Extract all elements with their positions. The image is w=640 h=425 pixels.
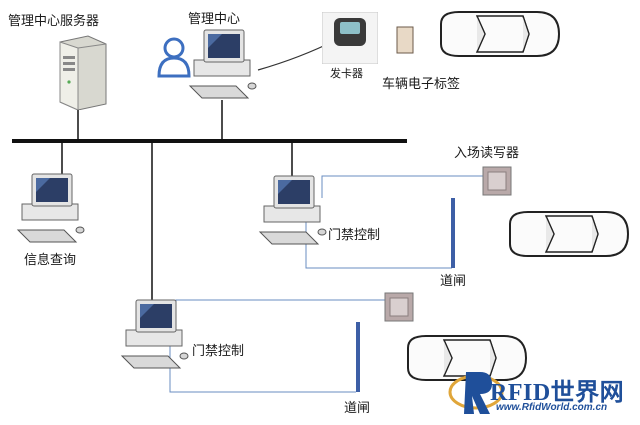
rfidworld-logo: RFID世界网 www.RfidWorld.com.cn [446, 362, 632, 422]
center-computer-icon [186, 28, 260, 104]
entry-reader-label: 入场读写器 [454, 146, 520, 161]
upper-barrier-wire [305, 212, 452, 269]
barrier-upper-label: 道闸 [440, 274, 467, 289]
center-label: 管理中心 [188, 12, 241, 27]
user-icon [156, 36, 192, 78]
server-label: 管理中心服务器 [8, 14, 100, 29]
car-icon-top [437, 6, 563, 62]
tag-icon [396, 26, 414, 54]
car-icon-lower [404, 330, 530, 386]
network-bus [12, 139, 407, 143]
reader-icon-upper [482, 166, 512, 196]
access-control-upper-label: 门禁控制 [328, 228, 381, 243]
info-query-label: 信息查询 [24, 253, 77, 268]
car-icon-middle [506, 206, 632, 262]
logo-brand: RFID世界网 [490, 380, 625, 406]
server-icon [50, 34, 108, 110]
upper-reader-wire [321, 175, 484, 198]
logo-mark-icon [448, 372, 504, 414]
barrier-lower-arm [356, 322, 360, 392]
reader-icon-lower [384, 292, 414, 322]
barrier-lower-label: 道闸 [344, 401, 371, 416]
card-issuer-label: 发卡器 [330, 67, 363, 80]
query-computer-icon [14, 172, 88, 248]
gate-upper-computer-icon [256, 174, 330, 250]
access-control-lower-label: 门禁控制 [192, 344, 245, 359]
card-issuer-icon [322, 12, 378, 64]
barrier-upper-arm [451, 198, 455, 268]
lower-reader-wire [175, 299, 386, 322]
vehicle-tag-label: 车辆电子标签 [382, 77, 461, 92]
logo-url: www.RfidWorld.com.cn [496, 402, 608, 413]
gate-lower-computer-icon [118, 298, 192, 374]
